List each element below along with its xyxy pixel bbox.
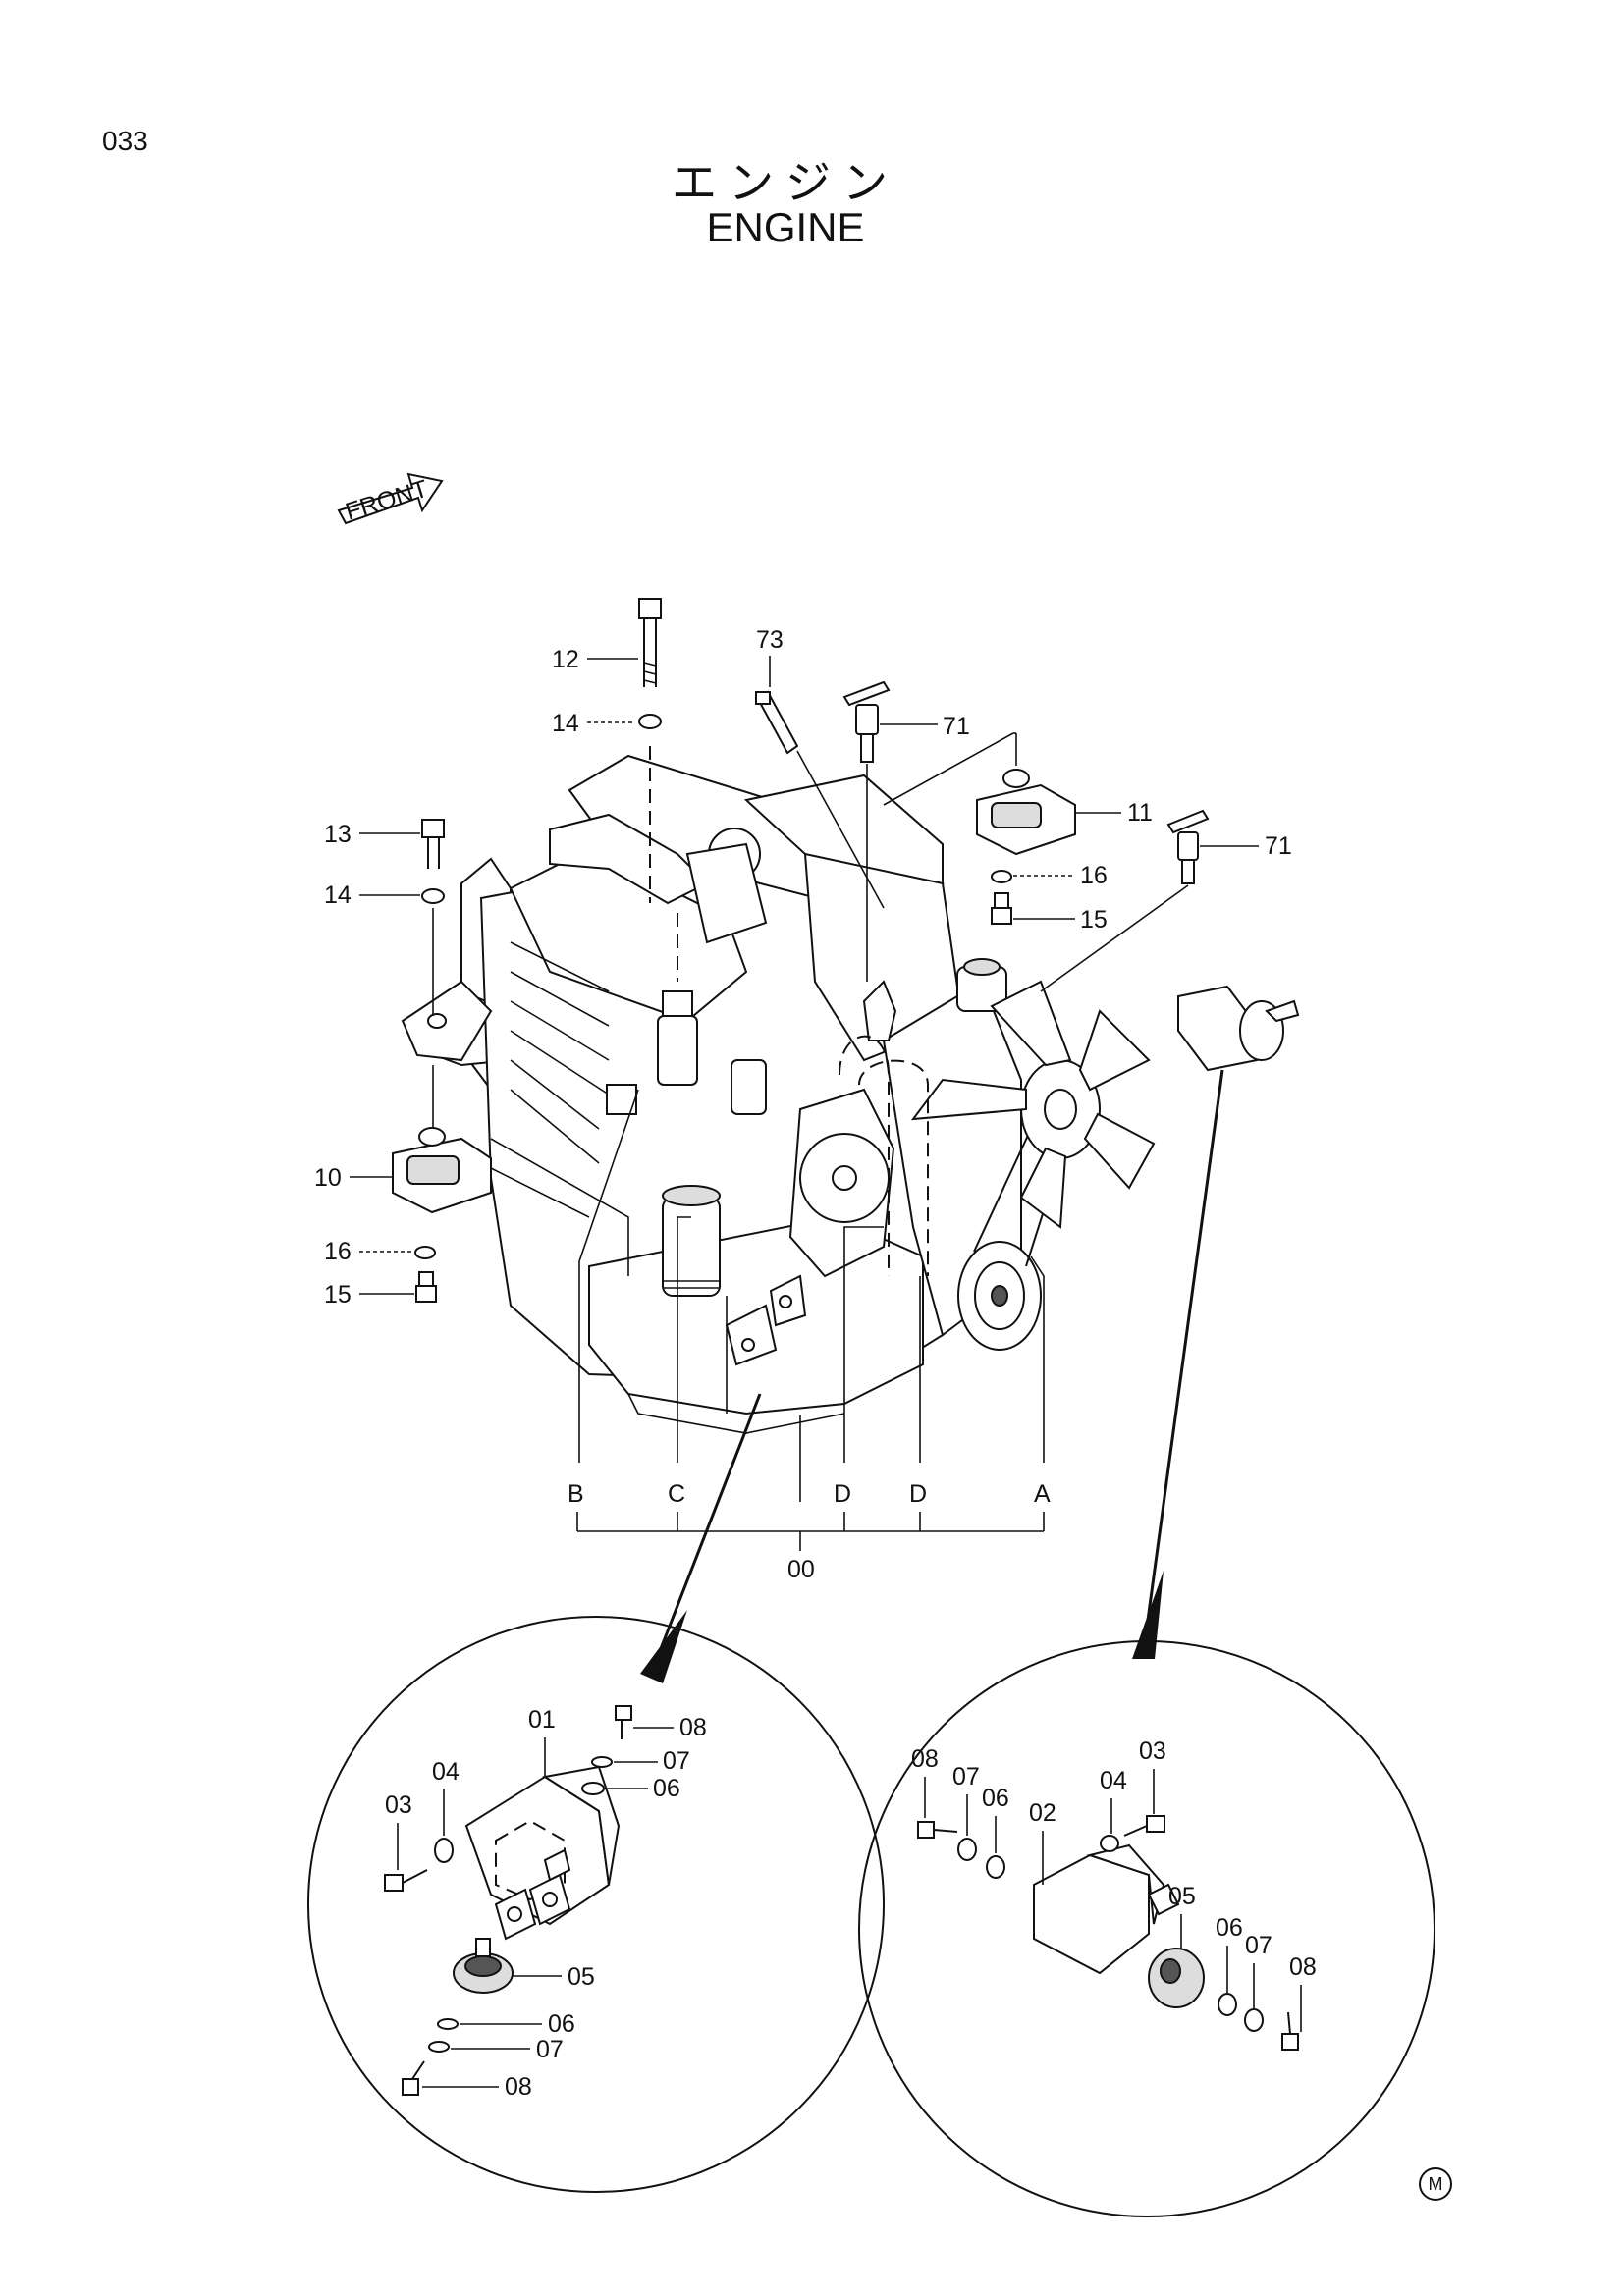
ref-d-2: D xyxy=(909,1480,927,1508)
engine-mount-10-icon xyxy=(392,1127,492,1214)
detail-right-03: 03 xyxy=(1139,1737,1166,1765)
bolt-03-right-icon xyxy=(1123,1815,1165,1837)
callout-10: 10 xyxy=(314,1164,342,1192)
bolt-12-icon xyxy=(638,598,662,687)
callout-15-right: 15 xyxy=(1080,906,1108,934)
bolt-13-icon xyxy=(421,819,445,869)
detail-circle-right xyxy=(858,1640,1435,2217)
washer-16-left-icon xyxy=(414,1246,436,1259)
detail-right-02: 02 xyxy=(1029,1799,1056,1827)
washer-04-left-icon xyxy=(434,1838,454,1863)
bolt-15-right-icon xyxy=(991,892,1012,925)
detail-left-06b: 06 xyxy=(548,2010,575,2038)
callout-71-upper: 71 xyxy=(943,713,970,740)
callout-16-right: 16 xyxy=(1080,862,1108,889)
callout-71-right: 71 xyxy=(1265,832,1292,860)
callout-11: 11 xyxy=(1127,799,1153,827)
callout-12: 12 xyxy=(552,646,579,673)
bolt-03-left-icon xyxy=(384,1869,428,1892)
detail-right-08b: 08 xyxy=(1289,1953,1317,1981)
callout-13: 13 xyxy=(324,821,352,848)
bolt-08-top-right-icon xyxy=(917,1821,958,1839)
washer-16-right-icon xyxy=(991,870,1012,883)
engine-illustration xyxy=(401,754,1156,1434)
fan-icon xyxy=(910,980,1156,1229)
detail-right-08a: 08 xyxy=(911,1745,939,1773)
detail-left-08b: 08 xyxy=(505,2073,532,2101)
title-japanese: エンジン xyxy=(672,156,899,209)
detail-left-08a: 08 xyxy=(679,1714,707,1741)
callout-14-top: 14 xyxy=(552,710,579,737)
reference-leaders xyxy=(576,1089,1045,1551)
detail-left-04: 04 xyxy=(432,1758,460,1786)
nozzle-71-upper-icon xyxy=(842,680,891,763)
detail-right-05: 05 xyxy=(1168,1883,1196,1910)
ref-d-1: D xyxy=(834,1480,851,1508)
sensor-73-icon xyxy=(755,690,799,755)
engine-mount-11-icon xyxy=(976,769,1076,856)
page-number: 033 xyxy=(102,126,148,156)
bolt-15-left-icon xyxy=(415,1271,437,1303)
detail-left-03: 03 xyxy=(385,1791,412,1819)
ref-c: C xyxy=(668,1480,685,1508)
nozzle-71-right-icon xyxy=(1166,809,1210,884)
detail-left-07a: 07 xyxy=(663,1747,690,1775)
detail-right-07b: 07 xyxy=(1245,1932,1272,1959)
front-mount-bracket-icon xyxy=(1177,985,1300,1072)
callout-16-left: 16 xyxy=(324,1238,352,1265)
washer-14-icon xyxy=(638,714,662,729)
detail-right-06b: 06 xyxy=(1216,1914,1243,1942)
detail-right-06a: 06 xyxy=(982,1785,1009,1812)
detail-circle-left xyxy=(307,1616,885,2193)
bolt-08-bottom-left-icon xyxy=(402,2060,425,2096)
detail-left-05: 05 xyxy=(568,1963,595,1991)
callout-14-left: 14 xyxy=(324,881,352,909)
washer-14-left-icon xyxy=(421,888,445,904)
detail-left-01: 01 xyxy=(528,1706,556,1734)
ref-a: A xyxy=(1034,1480,1051,1508)
callout-15-left: 15 xyxy=(324,1281,352,1308)
detail-right-07a: 07 xyxy=(952,1763,980,1790)
detail-left-07b: 07 xyxy=(536,2036,564,2063)
bolt-08-bottom-right-icon xyxy=(1281,2011,1299,2051)
front-arrow-label: FRONT xyxy=(343,475,432,526)
washer-04-right-icon xyxy=(1100,1835,1119,1852)
detail-left-parts xyxy=(384,1705,632,2096)
detail-left-06a: 06 xyxy=(653,1775,680,1802)
ref-b: B xyxy=(568,1480,584,1508)
detail-right-04: 04 xyxy=(1100,1767,1127,1794)
front-arrow-icon: FRONT xyxy=(337,472,444,526)
detail-right-parts xyxy=(917,1815,1299,2051)
callout-73: 73 xyxy=(756,626,784,654)
title-english: ENGINE xyxy=(706,204,865,250)
copyright-mark: M xyxy=(1419,2167,1452,2201)
callout-00: 00 xyxy=(787,1556,815,1583)
bolt-08-top-left-icon xyxy=(615,1705,632,1739)
